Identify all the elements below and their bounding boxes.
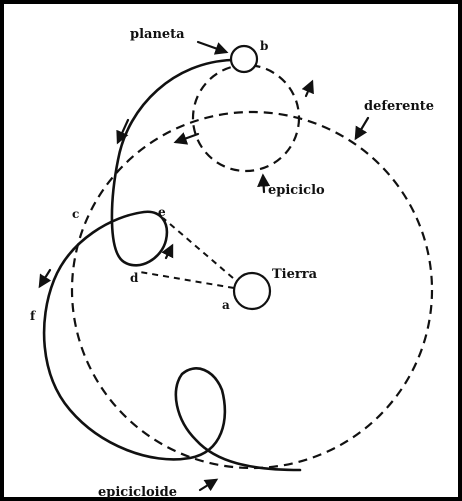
epicycle-rotation-arrow [301,79,314,98]
label-planet: planeta [130,27,185,42]
epicycloid-path [42,58,302,472]
deferent-pointer-arrow [354,116,370,141]
label-epicycle: epiciclo [268,183,325,198]
deferent-circle [70,110,434,470]
loop-motion-arrow [161,243,174,260]
motion-arrow-lower-left [38,268,52,289]
label-earth: Tierra [272,267,318,282]
label-point-f: f [30,309,36,323]
label-epicycloid: epicicloide [98,485,177,500]
label-point-b: b [260,39,268,53]
planet-body [229,44,259,74]
line-earth-to-d [139,271,235,289]
epicycloid-pointer-arrow [198,478,219,492]
line-earth-to-e [162,217,234,279]
epicycle-circle [191,63,301,173]
label-point-d: d [130,271,139,285]
label-point-a: a [222,298,230,312]
label-point-c: c [72,207,79,221]
epicycle-pointer-arrow [257,173,271,194]
motion-arrow-upper-left [116,118,130,145]
earth-body [232,271,272,311]
label-point-e: e [158,205,166,219]
planet-pointer-arrow [196,40,229,55]
deferent-rotation-arrow [173,132,200,145]
label-deferent: deferente [364,99,434,114]
